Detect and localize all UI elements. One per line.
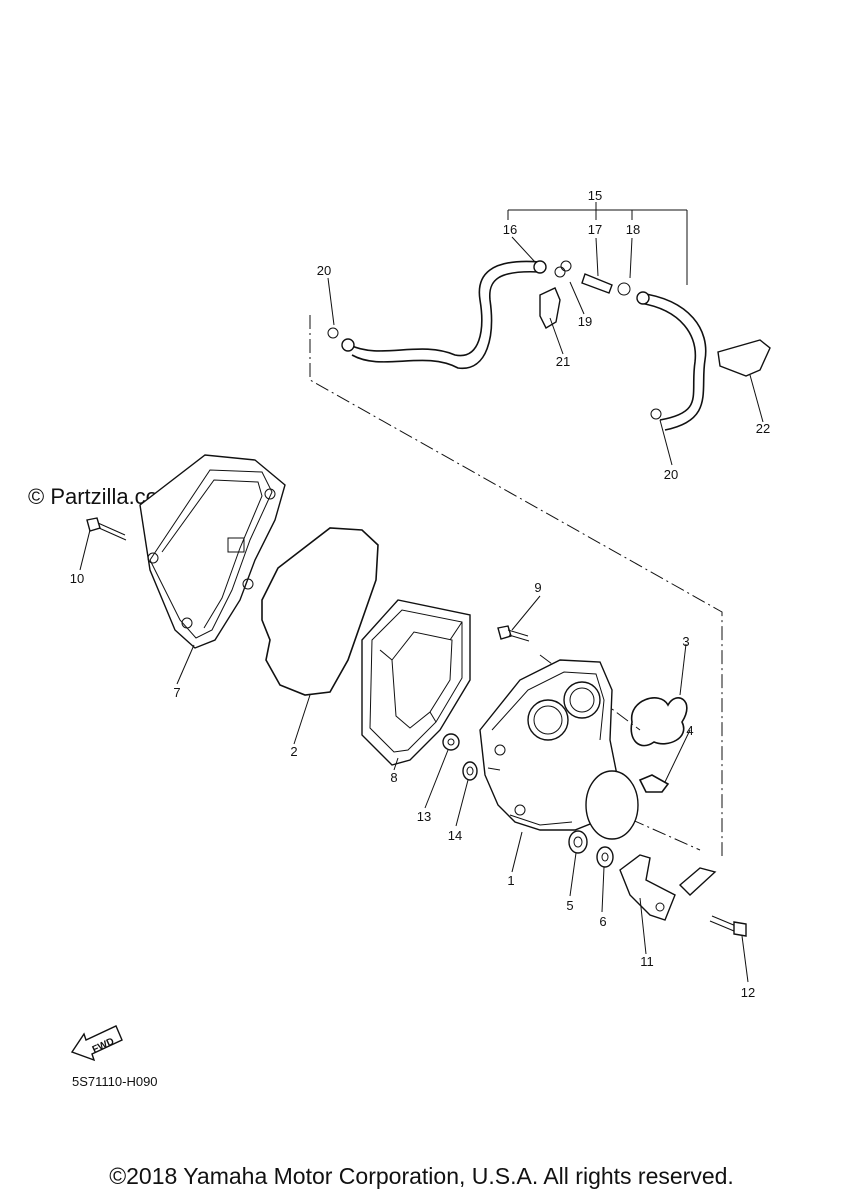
forward-arrow-icon: FWD: [70, 1025, 123, 1062]
o-ring-3[interactable]: [630, 697, 688, 747]
callout-2: 2: [290, 744, 297, 759]
callout-8: 8: [390, 770, 397, 785]
callout-13: 13: [417, 809, 431, 824]
grommet-13[interactable]: [442, 733, 460, 751]
joint-17[interactable]: [533, 260, 613, 294]
callout-20-upper: 20: [317, 263, 331, 278]
gasket-2[interactable]: [261, 527, 379, 696]
callout-12: 12: [741, 985, 755, 1000]
callout-4: 4: [686, 723, 693, 738]
callout-1: 1: [507, 873, 514, 888]
hose-15-right[interactable]: [639, 292, 707, 431]
callout-14: 14: [448, 828, 462, 843]
callout-7: 7: [173, 685, 180, 700]
callout-numbers: 15 16 17 18 20 19 21 22 20 9 10 3 7 4 2 …: [70, 188, 770, 1000]
bolt-9[interactable]: [497, 625, 530, 642]
callout-5: 5: [566, 898, 573, 913]
collar-6[interactable]: [596, 846, 614, 868]
callout-17: 17: [588, 222, 602, 237]
callout-15: 15: [588, 188, 602, 203]
callout-18: 18: [626, 222, 640, 237]
callout-16: 16: [503, 222, 517, 237]
callout-22: 22: [756, 421, 770, 436]
hose-clamp-20-upper[interactable]: [327, 327, 355, 352]
callout-21: 21: [556, 354, 570, 369]
holder-21[interactable]: [539, 287, 561, 329]
clip-19[interactable]: [554, 266, 566, 278]
screw-10[interactable]: [86, 517, 127, 541]
hose-clamp-20-lower[interactable]: [650, 408, 662, 420]
callout-11: 11: [640, 954, 654, 969]
drawing-code: 5S71110-H090: [72, 1074, 158, 1089]
callout-3: 3: [682, 634, 689, 649]
air-filter-element[interactable]: [361, 599, 471, 766]
callout-19: 19: [578, 314, 592, 329]
callout-10: 10: [70, 571, 84, 586]
copyright-notice: ©2018 Yamaha Motor Corporation, U.S.A. A…: [109, 1163, 734, 1189]
holder-22[interactable]: [717, 339, 771, 377]
air-cleaner-case[interactable]: [479, 659, 639, 840]
callout-20-lower: 20: [664, 467, 678, 482]
callout-9: 9: [534, 580, 541, 595]
collar-14[interactable]: [462, 761, 478, 781]
callout-leaders: [79, 202, 764, 983]
callout-6: 6: [599, 914, 606, 929]
o-ring-4[interactable]: [638, 774, 670, 793]
grommet-5[interactable]: [568, 830, 588, 854]
hose-16[interactable]: [349, 260, 541, 369]
bracket-11[interactable]: [619, 854, 717, 921]
air-cleaner-cover[interactable]: [139, 454, 286, 649]
hose-end-cap: [636, 291, 650, 305]
clip-18[interactable]: [617, 282, 631, 296]
bolt-12[interactable]: [709, 915, 747, 937]
